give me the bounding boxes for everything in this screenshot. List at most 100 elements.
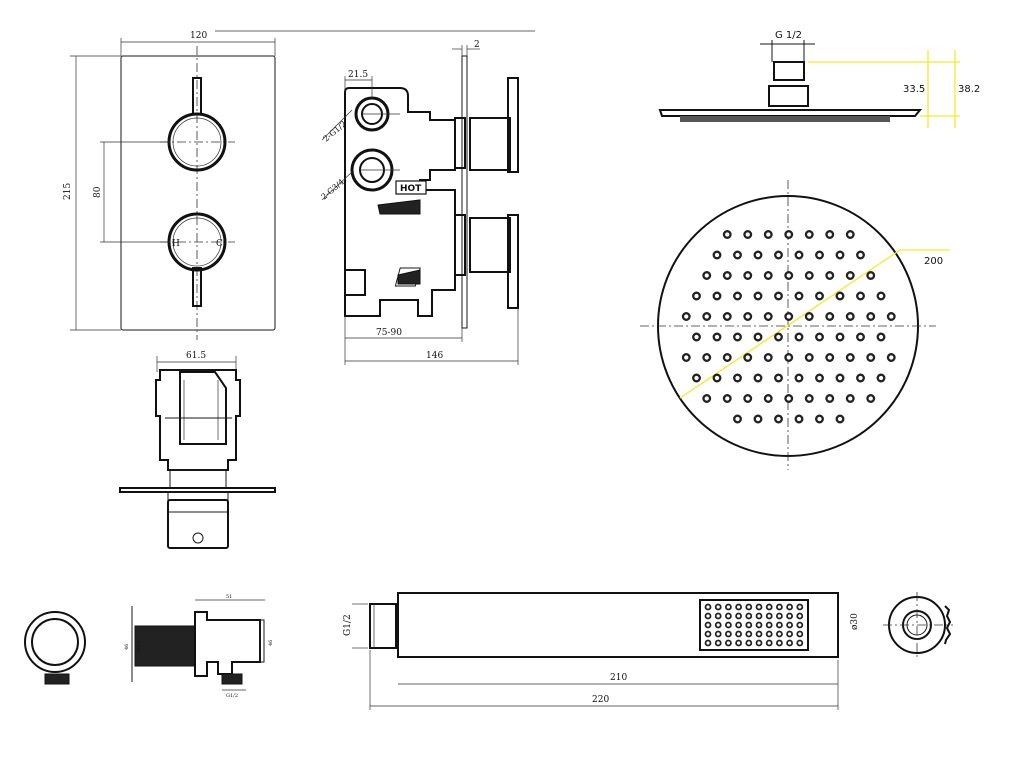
spray-hole <box>763 230 773 239</box>
hand-spray-hole <box>755 621 763 629</box>
spray-hole <box>784 271 794 280</box>
spray-hole <box>794 332 804 342</box>
spray-hole <box>753 373 763 383</box>
wall-outlet-front <box>24 611 86 685</box>
hand-spray-hole <box>725 639 732 647</box>
hand-spray-hole <box>714 639 722 647</box>
valve-front-view: H C 120 215 80 <box>63 30 535 340</box>
spray-hole <box>733 291 742 301</box>
dim-spacing: 80 <box>93 186 103 198</box>
spray-hole <box>722 394 732 403</box>
spray-hole <box>866 394 876 403</box>
spray-hole <box>794 373 804 383</box>
dim-outlet-thread: G1/2 <box>136 640 142 652</box>
hand-spray-hole <box>735 612 742 620</box>
spray-hole <box>774 250 783 260</box>
thread-section <box>134 625 196 667</box>
spray-hole <box>774 332 783 342</box>
spray-hole <box>784 394 794 403</box>
spray-hole <box>784 353 794 362</box>
dim-depth-offset: 21.5 <box>348 70 368 80</box>
hand-spray-hole <box>796 612 804 620</box>
hand-spray-hole <box>725 621 732 629</box>
hand-spray-hole <box>786 612 793 620</box>
hand-spray-hole <box>786 630 793 638</box>
spray-face <box>699 599 809 651</box>
dim-hand-diameter: ø30 <box>850 613 860 630</box>
svg-text:C: C <box>216 239 223 249</box>
spray-hole <box>712 332 722 342</box>
spray-hole <box>815 332 824 342</box>
hand-spray-hole <box>755 630 763 638</box>
hand-spray-hole <box>796 639 804 647</box>
spray-hole <box>702 271 712 280</box>
hand-spray-hole <box>776 621 783 629</box>
spray-hole <box>835 250 845 260</box>
hand-shower-end <box>883 592 953 660</box>
spray-hole <box>804 230 814 239</box>
hand-spray-hole <box>765 603 773 611</box>
spray-hole <box>722 312 732 321</box>
spray-hole <box>763 394 773 403</box>
spray-hole <box>815 373 824 383</box>
hand-spray-hole <box>704 630 712 638</box>
hand-spray-hole <box>704 603 712 611</box>
hand-spray-hole <box>745 639 753 647</box>
spray-hole <box>866 271 876 280</box>
spray-hole <box>845 312 855 321</box>
shower-head-side-view: G 1/2 33.5 38.2 <box>658 30 980 128</box>
spray-hole <box>733 414 742 424</box>
dim-top-width: 61.5 <box>186 351 206 361</box>
hand-spray-hole <box>714 621 722 629</box>
hand-spray-hole <box>776 639 783 647</box>
hand-spray-hole <box>786 639 793 647</box>
spray-hole <box>804 353 814 362</box>
spray-hole <box>804 271 814 280</box>
spray-hole <box>845 353 855 362</box>
spray-hole <box>733 373 742 383</box>
hand-spray-hole <box>735 603 742 611</box>
hand-spray-hole <box>776 612 783 620</box>
spray-hole <box>681 353 691 362</box>
spray-hole <box>733 332 742 342</box>
hand-spray-hole <box>745 612 753 620</box>
dim-width: 120 <box>190 31 207 41</box>
dim-outlet-thread-bottom: G1/2 <box>226 693 238 699</box>
spray-hole <box>876 373 886 383</box>
spray-hole <box>794 291 804 301</box>
spray-hole <box>753 291 763 301</box>
spray-hole <box>692 332 701 342</box>
valve-side-view: HOT 2-G1/2 2-G3/4 21.5 2 75-90 <box>320 40 519 365</box>
hand-spray-hole <box>796 630 804 638</box>
spray-hole <box>856 291 865 301</box>
nozzle-row <box>680 116 890 122</box>
dim-outlet-length: 51 <box>226 594 232 600</box>
hand-spray-hole <box>714 603 722 611</box>
spray-hole <box>692 373 701 383</box>
wall-plate-top <box>119 487 276 493</box>
dim-diameter: 200 <box>924 256 943 267</box>
spray-hole <box>753 250 763 260</box>
spray-hole <box>712 291 722 301</box>
spray-hole <box>835 373 845 383</box>
dim-hand-thread: G1/2 <box>343 614 353 636</box>
spray-hole <box>825 230 835 239</box>
hand-spray-hole <box>755 603 763 611</box>
spray-hole <box>845 230 855 239</box>
spray-hole <box>815 291 824 301</box>
wall-outlet-side: 51 46 G1/2 46 G1/2 <box>124 594 274 699</box>
dim-total-height: 38.2 <box>958 84 980 95</box>
hand-spray-hole <box>735 621 742 629</box>
spray-hole <box>825 353 835 362</box>
spray-hole <box>845 394 855 403</box>
spray-hole <box>794 250 804 260</box>
spray-hole <box>743 230 753 239</box>
spray-hole <box>692 291 701 301</box>
spray-hole <box>743 394 753 403</box>
hand-spray-hole <box>714 612 722 620</box>
hand-shower-body <box>397 592 839 658</box>
spray-hole <box>753 332 763 342</box>
spray-hole <box>856 250 865 260</box>
thread-bottom-label: 2-G3/4 <box>320 177 347 201</box>
spray-hole <box>815 414 824 424</box>
